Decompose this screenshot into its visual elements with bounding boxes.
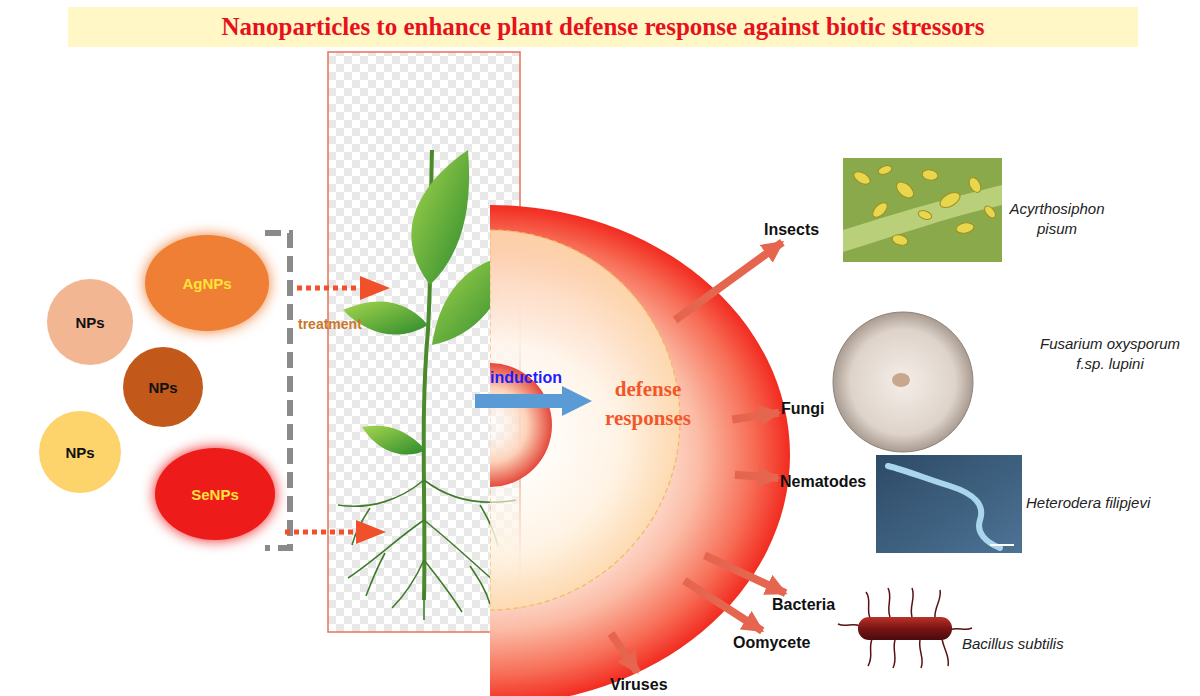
stressor-label: Fungi	[781, 398, 827, 420]
nanoparticle-name: NPs	[75, 314, 104, 331]
stressor-name: Viruses	[610, 676, 682, 694]
plant-drawing	[338, 150, 516, 620]
stressor-name: Oomycete	[733, 634, 829, 652]
defense-text: defense responses	[582, 375, 714, 434]
stressor-label: Nematodes	[780, 471, 872, 493]
nanoparticle-name: NPs	[65, 444, 94, 461]
nanoparticle-name: AgNPs	[182, 275, 231, 292]
title-band: Nanoparticles to enhance plant defense r…	[68, 7, 1138, 47]
induction-arrow	[475, 386, 592, 416]
circle-shape	[39, 411, 121, 493]
nanoparticle-name: SeNPs	[191, 486, 239, 503]
circle-shape	[145, 235, 269, 331]
species-name: Heterodera filipjevi	[1026, 493, 1186, 513]
half-disc-shape	[490, 205, 790, 696]
species-name: Fusarium oxysporum f.sp. lupini	[1024, 334, 1196, 373]
bacterium-drawing	[838, 588, 972, 668]
induction-label: induction	[490, 368, 586, 389]
stressor-name: Bacteria	[772, 596, 850, 614]
fungus-dish	[833, 312, 973, 452]
nanoparticle-circle: AgNPs	[143, 233, 271, 333]
nanoparticle-circle: NPs	[37, 409, 123, 495]
treatment-arrow	[297, 276, 390, 300]
nanoparticle-circle: SeNPs	[153, 446, 277, 542]
treatment-label: treatment	[298, 315, 388, 333]
connector-arrow	[675, 242, 782, 320]
circle-shape	[123, 347, 203, 427]
species-name: Bacillus subtilis	[962, 634, 1132, 654]
nematode-photo	[876, 455, 1022, 553]
nanoparticle-name: NPs	[148, 379, 177, 396]
stressor-name: Fungi	[781, 400, 827, 418]
diagram-title: Nanoparticles to enhance plant defense r…	[222, 13, 985, 41]
stressor-name: Insects	[764, 221, 834, 239]
stressor-label: Insects	[764, 219, 834, 241]
stressor-name: Nematodes	[780, 473, 872, 491]
connector-arrow	[735, 475, 778, 478]
species-name: Acyrthosiphon pisum	[1004, 199, 1110, 238]
treatment-arrow	[285, 520, 386, 544]
connector-arrow	[684, 581, 762, 631]
connector-arrow	[611, 634, 637, 673]
nanoparticle-circle: NPs	[121, 345, 205, 429]
connector-arrow	[705, 555, 786, 593]
stressor-label: Bacteria	[772, 594, 850, 616]
aphid-photo	[843, 158, 1002, 262]
circle-shape	[47, 279, 133, 365]
circle-shape	[155, 448, 275, 540]
nanoparticle-circle: NPs	[45, 277, 135, 367]
connector-arrow	[732, 413, 779, 420]
stressor-label: Oomycete	[733, 632, 829, 654]
stressor-label: Viruses	[610, 674, 682, 696]
